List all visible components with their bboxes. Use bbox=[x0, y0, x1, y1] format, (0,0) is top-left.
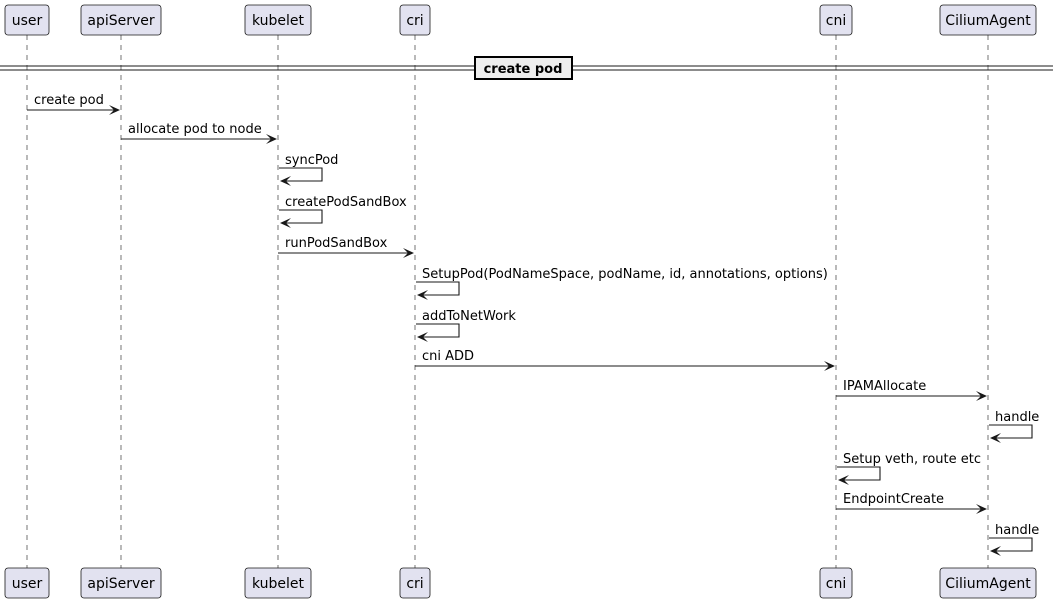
self-arrow bbox=[989, 537, 1033, 552]
message-label: IPAMAllocate bbox=[843, 379, 926, 394]
participant-apiServer-bottom: apiServer bbox=[80, 567, 162, 599]
participant-label: cni bbox=[826, 13, 846, 29]
message-label: runPodSandBox bbox=[285, 236, 388, 251]
arrowhead bbox=[280, 218, 291, 228]
participant-label: apiServer bbox=[87, 13, 155, 29]
arrowhead bbox=[824, 361, 835, 371]
participant-cni-bottom: cni bbox=[819, 567, 853, 599]
participant-box bbox=[80, 567, 162, 599]
message-label: Setup veth, route etc bbox=[843, 452, 981, 467]
participant-box bbox=[399, 4, 431, 36]
participant-cri-bottom: cri bbox=[399, 567, 431, 599]
message-6: addToNetWork bbox=[416, 309, 516, 342]
participant-cni-top: cni bbox=[819, 4, 853, 36]
message-2: syncPod bbox=[279, 153, 338, 186]
arrowhead bbox=[976, 391, 987, 401]
participant-kubelet-bottom: kubelet bbox=[244, 567, 312, 599]
participant-apiServer-top: apiServer bbox=[80, 4, 162, 36]
divider-label: create pod bbox=[484, 62, 563, 77]
arrowhead bbox=[976, 504, 987, 514]
participant-label: kubelet bbox=[252, 576, 305, 592]
participant-box bbox=[244, 567, 312, 599]
participant-cri-top: cri bbox=[399, 4, 431, 36]
arrowhead bbox=[403, 248, 414, 258]
participant-box bbox=[939, 567, 1037, 599]
self-arrow bbox=[279, 209, 323, 224]
participant-user-bottom: user bbox=[4, 567, 50, 599]
participant-CiliumAgent-top: CiliumAgent bbox=[939, 4, 1037, 36]
self-arrow bbox=[416, 323, 460, 338]
message-12: handle bbox=[989, 523, 1039, 556]
participant-box bbox=[939, 4, 1037, 36]
arrowhead bbox=[417, 332, 428, 342]
participant-label: cri bbox=[406, 576, 423, 592]
message-1: allocate pod to node bbox=[121, 122, 277, 144]
message-5: SetupPod(PodNameSpace, podName, id, anno… bbox=[416, 267, 828, 300]
message-label: allocate pod to node bbox=[128, 122, 262, 137]
message-label: SetupPod(PodNameSpace, podName, id, anno… bbox=[422, 267, 828, 282]
participant-label: kubelet bbox=[252, 13, 305, 29]
message-label: syncPod bbox=[285, 153, 338, 168]
participant-label: CiliumAgent bbox=[945, 13, 1031, 29]
message-label: createPodSandBox bbox=[285, 195, 407, 210]
arrowhead bbox=[109, 105, 120, 115]
participant-label: CiliumAgent bbox=[945, 576, 1031, 592]
message-label: create pod bbox=[34, 93, 104, 108]
message-label: cni ADD bbox=[422, 349, 474, 364]
message-11: EndpointCreate bbox=[836, 492, 987, 514]
participant-box bbox=[244, 4, 312, 36]
message-label: handle bbox=[995, 410, 1039, 425]
participant-label: cri bbox=[406, 13, 423, 29]
arrowhead bbox=[838, 475, 849, 485]
message-4: runPodSandBox bbox=[278, 236, 414, 258]
participant-label: cni bbox=[826, 576, 846, 592]
message-3: createPodSandBox bbox=[279, 195, 407, 228]
participant-box bbox=[819, 567, 853, 599]
participant-box bbox=[80, 4, 162, 36]
arrowhead bbox=[280, 176, 291, 186]
message-0: create pod bbox=[27, 93, 120, 115]
participant-user-top: user bbox=[4, 4, 50, 36]
participant-box bbox=[4, 4, 50, 36]
message-10: Setup veth, route etc bbox=[837, 452, 981, 485]
self-arrow bbox=[989, 424, 1033, 439]
message-9: handle bbox=[989, 410, 1039, 443]
self-arrow bbox=[279, 167, 323, 182]
message-label: handle bbox=[995, 523, 1039, 538]
self-arrow bbox=[416, 281, 460, 296]
arrowhead bbox=[417, 290, 428, 300]
arrowhead bbox=[990, 433, 1001, 443]
divider-box bbox=[474, 56, 573, 80]
participant-label: apiServer bbox=[87, 576, 155, 592]
arrowhead bbox=[990, 546, 1001, 556]
participant-label: user bbox=[12, 576, 43, 592]
message-8: IPAMAllocate bbox=[836, 379, 987, 401]
message-label: EndpointCreate bbox=[843, 492, 944, 507]
participant-box bbox=[399, 567, 431, 599]
message-7: cni ADD bbox=[415, 349, 835, 371]
message-label: addToNetWork bbox=[422, 309, 516, 324]
participant-box bbox=[819, 4, 853, 36]
participant-kubelet-top: kubelet bbox=[244, 4, 312, 36]
participant-box bbox=[4, 567, 50, 599]
participant-label: user bbox=[12, 13, 43, 29]
participant-CiliumAgent-bottom: CiliumAgent bbox=[939, 567, 1037, 599]
arrowhead bbox=[266, 134, 277, 144]
self-arrow bbox=[837, 466, 881, 481]
